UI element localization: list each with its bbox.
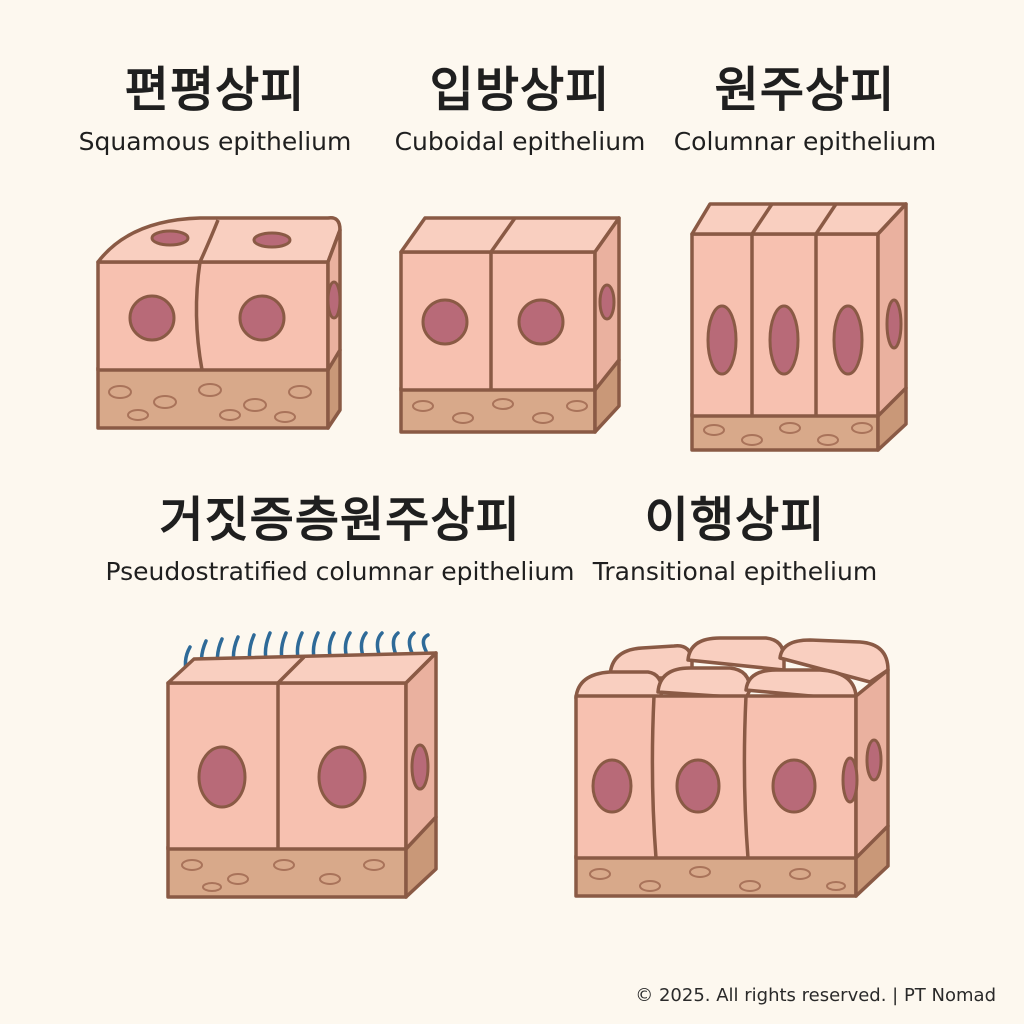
transitional-nucleus-side (865, 738, 883, 782)
title-transitional-en: Transitional epithelium (592, 557, 878, 586)
columnar-cell-top (690, 202, 908, 236)
panel-cuboidal: 입방상피 Cuboidal epithelium (370, 62, 670, 158)
transitional-cell-top (656, 666, 752, 700)
title-cuboidal-ko: 입방상피 (429, 62, 611, 118)
transitional-illustration (574, 636, 890, 898)
panel-transitional: 이행상피 Transitional epithelium (585, 492, 885, 588)
pseudostratified-nucleus (317, 745, 367, 809)
title-columnar-ko: 원주상피 (714, 62, 896, 118)
squamous-cell-top (96, 216, 342, 264)
title-cuboidal-en: Cuboidal epithelium (394, 127, 646, 156)
transitional-cell-top (574, 670, 664, 700)
columnar-nucleus (832, 304, 864, 376)
columnar-nucleus (706, 304, 738, 376)
pseudostratified-nucleus (197, 745, 247, 809)
pseudostratified-illustration (166, 631, 438, 899)
columnar-nucleus (768, 304, 800, 376)
cuboidal-illustration (399, 216, 621, 434)
columnar-nucleus-side (885, 298, 903, 350)
pseudostratified-nucleus-side (410, 743, 430, 791)
title-squamous-en: Squamous epithelium (78, 127, 352, 156)
cuboidal-nucleus-side (598, 283, 616, 321)
transitional-basement (574, 854, 858, 898)
transitional-back-cell (778, 638, 890, 684)
squamous-nucleus-top (252, 231, 292, 249)
cuboidal-nucleus (421, 298, 469, 346)
title-squamous-ko: 편평상피 (124, 62, 306, 118)
transitional-cell-top (744, 668, 858, 702)
cuboidal-nucleus (517, 298, 565, 346)
title-pseudostratified-en: Pseudostratified columnar epithelium (105, 557, 575, 586)
squamous-nucleus-side (326, 280, 342, 320)
copyright-footer: © 2025. All rights reserved. | PT Nomad (635, 985, 996, 1006)
squamous-nucleus-top (150, 229, 190, 247)
title-columnar-en: Columnar epithelium (673, 127, 937, 156)
panel-pseudostratified: 거짓증층원주상피 Pseudostratified columnar epith… (90, 492, 590, 588)
panel-squamous: 편평상피 Squamous epithelium (60, 62, 370, 158)
transitional-nucleus (771, 758, 817, 814)
title-pseudostratified-ko: 거짓증층원주상피 (159, 492, 521, 548)
squamous-nucleus (128, 294, 176, 342)
transitional-back-cell (686, 636, 786, 672)
panel-columnar: 원주상피 Columnar epithelium (665, 62, 945, 158)
squamous-illustration (96, 216, 342, 430)
transitional-nucleus-side (841, 756, 859, 804)
title-transitional-ko: 이행상피 (644, 492, 826, 548)
columnar-illustration (690, 202, 908, 452)
transitional-nucleus (675, 758, 721, 814)
squamous-nucleus (238, 294, 286, 342)
transitional-nucleus (591, 758, 633, 814)
